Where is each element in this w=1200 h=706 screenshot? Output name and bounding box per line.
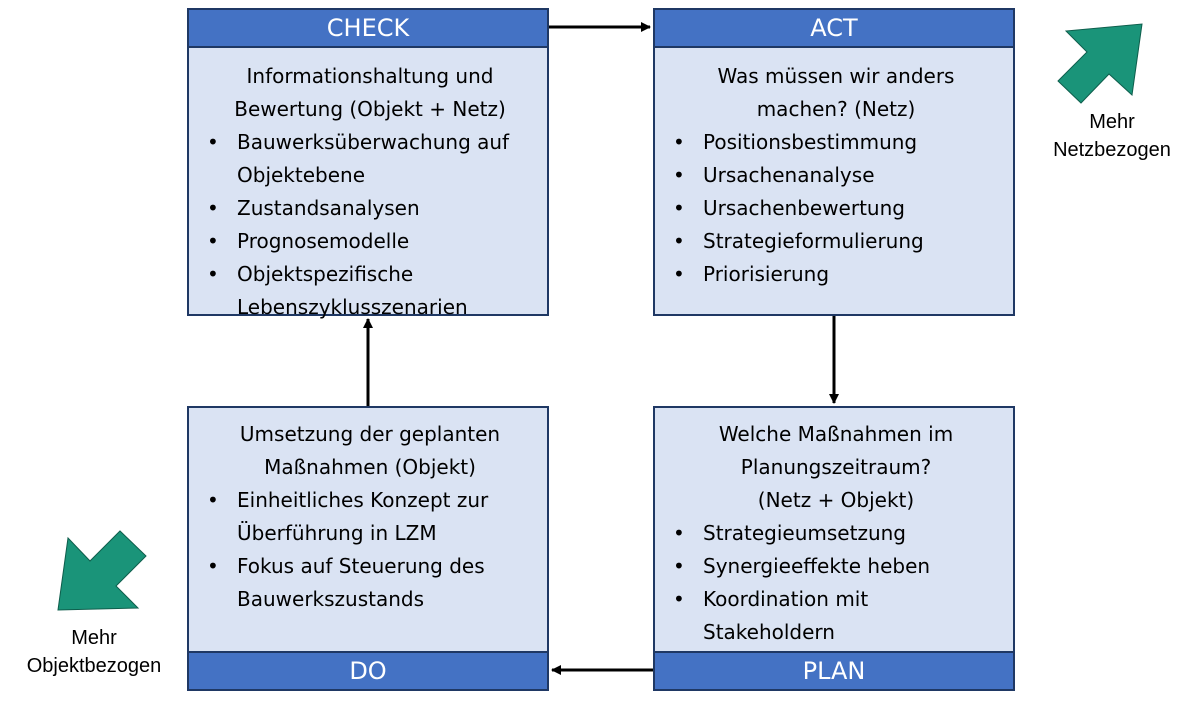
bullet-icon: • <box>673 229 685 253</box>
net-label-line: Netzbezogen <box>1053 139 1171 161</box>
check-bullet-line: Zustandsanalysen <box>237 196 420 220</box>
check-bullet-line: Bauwerksüberwachung auf <box>237 130 510 154</box>
check-bullet-line: Objektspezifische <box>237 262 414 286</box>
bullet-icon: • <box>673 521 685 545</box>
check-intro: Informationshaltung und Bewertung (Objek… <box>203 60 537 126</box>
do-intro-line: Maßnahmen (Objekt) <box>264 455 476 479</box>
bullet-icon: • <box>673 196 685 220</box>
act-bullet-line: Positionsbestimmung <box>703 130 918 154</box>
check-bullet-item: • Bauwerksüberwachung auf Objektebene <box>203 126 537 192</box>
check-bullet-item: • Objektspezifische Lebenszyklusszenarie… <box>203 258 537 324</box>
obj-label: Mehr Objektbezogen <box>4 624 184 680</box>
act-bullet-list: • Positionsbestimmung • Ursachenanalyse … <box>669 126 1003 291</box>
bullet-icon: • <box>673 262 685 286</box>
do-bullet-line: Fokus auf Steuerung des <box>237 554 485 578</box>
plan-bullet-line: Koordination mit <box>703 587 869 611</box>
bullet-icon: • <box>207 488 219 512</box>
do-bullet-list: • Einheitliches Konzept zur Überführung … <box>203 484 537 616</box>
plan-bullet-item: • Synergieeffekte heben <box>669 550 1003 583</box>
bullet-icon: • <box>673 130 685 154</box>
plan-box: Welche Maßnahmen im Planungszeitraum? (N… <box>653 406 1015 691</box>
act-bullet-item: • Ursachenanalyse <box>669 159 1003 192</box>
do-bullet-line: Einheitliches Konzept zur <box>237 488 489 512</box>
check-bullet-item: • Zustandsanalysen <box>203 192 537 225</box>
plan-intro-line: Planungszeitraum? <box>740 455 932 479</box>
check-bullet-line: Lebenszyklusszenarien <box>237 295 468 319</box>
act-content: Was müssen wir anders machen? (Netz) • P… <box>655 60 1013 291</box>
plan-bullet-line: Synergieeffekte heben <box>703 554 931 578</box>
act-bullet-line: Ursachenbewertung <box>703 196 905 220</box>
do-bullet-line: Bauwerkszustands <box>237 587 425 611</box>
do-content: Umsetzung der geplanten Maßnahmen (Objek… <box>189 418 547 616</box>
act-bullet-line: Strategieformulierung <box>703 229 924 253</box>
do-header: DO <box>189 651 547 689</box>
act-box: ACT Was müssen wir anders machen? (Netz)… <box>653 8 1015 316</box>
plan-bullet-line: Stakeholdern <box>703 620 835 644</box>
plan-bullet-item: • Strategieumsetzung <box>669 517 1003 550</box>
plan-bullet-item: • Koordination mit Stakeholdern <box>669 583 1003 649</box>
check-intro-line: Informationshaltung und <box>246 64 494 88</box>
act-intro: Was müssen wir anders machen? (Netz) <box>669 60 1003 126</box>
plan-content: Welche Maßnahmen im Planungszeitraum? (N… <box>655 418 1013 649</box>
act-bullet-item: • Priorisierung <box>669 258 1003 291</box>
do-box: Umsetzung der geplanten Maßnahmen (Objek… <box>187 406 549 691</box>
obj-label-line: Mehr <box>71 627 117 649</box>
bullet-icon: • <box>207 130 219 154</box>
check-content: Informationshaltung und Bewertung (Objek… <box>189 60 547 324</box>
act-bullet-item: • Positionsbestimmung <box>669 126 1003 159</box>
act-intro-line: Was müssen wir anders <box>717 64 955 88</box>
act-header: ACT <box>655 10 1013 48</box>
bullet-icon: • <box>673 163 685 187</box>
obj-label-line: Objektbezogen <box>26 655 162 677</box>
do-bullet-line: Überführung in LZM <box>237 521 437 545</box>
bullet-icon: • <box>673 587 685 611</box>
check-bullet-line: Prognosemodelle <box>237 229 410 253</box>
check-bullet-line: Objektebene <box>237 163 366 187</box>
bullet-icon: • <box>207 229 219 253</box>
act-bullet-item: • Ursachenbewertung <box>669 192 1003 225</box>
act-bullet-line: Priorisierung <box>703 262 830 286</box>
plan-intro-line: (Netz + Objekt) <box>757 488 915 512</box>
check-bullet-list: • Bauwerksüberwachung auf Objektebene • … <box>203 126 537 324</box>
do-intro: Umsetzung der geplanten Maßnahmen (Objek… <box>203 418 537 484</box>
plan-bullet-list: • Strategieumsetzung • Synergieeffekte h… <box>669 517 1003 649</box>
obj-arrow-icon <box>57 530 147 611</box>
bullet-icon: • <box>207 262 219 286</box>
plan-header: PLAN <box>655 651 1013 689</box>
net-label-line: Mehr <box>1089 111 1135 133</box>
net-arrow-icon <box>1057 23 1143 104</box>
plan-intro: Welche Maßnahmen im Planungszeitraum? (N… <box>669 418 1003 517</box>
act-bullet-item: • Strategieformulierung <box>669 225 1003 258</box>
bullet-icon: • <box>207 196 219 220</box>
bullet-icon: • <box>207 554 219 578</box>
do-bullet-item: • Fokus auf Steuerung des Bauwerkszustan… <box>203 550 537 616</box>
plan-bullet-line: Strategieumsetzung <box>703 521 906 545</box>
do-bullet-item: • Einheitliches Konzept zur Überführung … <box>203 484 537 550</box>
do-intro-line: Umsetzung der geplanten <box>239 422 501 446</box>
net-label: Mehr Netzbezogen <box>1032 108 1192 164</box>
act-intro-line: machen? (Netz) <box>756 97 916 121</box>
act-bullet-line: Ursachenanalyse <box>703 163 875 187</box>
check-box: CHECK Informationshaltung und Bewertung … <box>187 8 549 319</box>
check-intro-line: Bewertung (Objekt + Netz) <box>234 97 506 121</box>
check-header: CHECK <box>189 10 547 48</box>
check-bullet-item: • Prognosemodelle <box>203 225 537 258</box>
bullet-icon: • <box>673 554 685 578</box>
plan-intro-line: Welche Maßnahmen im <box>718 422 954 446</box>
